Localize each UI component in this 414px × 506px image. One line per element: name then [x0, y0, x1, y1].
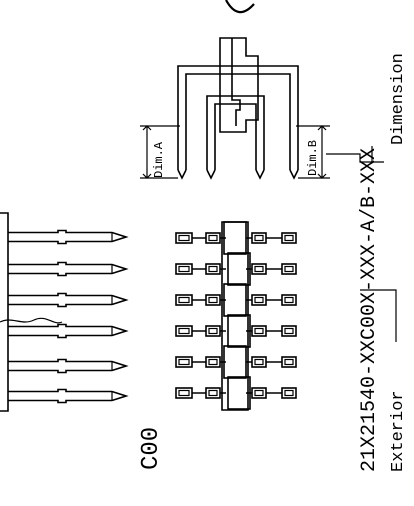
dim-a-lines: [140, 125, 180, 179]
partial-glyph-top: [225, 0, 255, 14]
dim-a-label: Dim.A: [152, 141, 166, 178]
lead-view: [0, 212, 129, 412]
outer-lead: [177, 65, 299, 170]
terminal-array: [175, 221, 297, 411]
pin-tips: [177, 169, 299, 180]
lead-pin: [8, 229, 129, 245]
exterior-leader: [360, 289, 397, 342]
lead-pin: [8, 292, 129, 308]
lead-view-body: [0, 212, 9, 412]
center-pin: [231, 38, 241, 126]
side-view: Dim.A Dim.B: [140, 0, 330, 180]
series-code: C00: [138, 427, 165, 470]
part-number: 21X21540-XXC00X-XXX-A/B-XXX: [358, 148, 381, 472]
center-housing: [219, 37, 259, 133]
lead-pin: [8, 388, 129, 404]
exterior-label: Exterior: [389, 390, 408, 472]
terminal-row: [175, 263, 297, 275]
lead-pin: [8, 261, 129, 277]
terminal-row: [175, 356, 297, 368]
dimension-leader: [326, 146, 384, 163]
terminal-row: [175, 325, 297, 337]
terminal-row: [175, 387, 297, 399]
dimension-label: Dimension: [389, 53, 408, 145]
terminal-row: [175, 232, 297, 244]
dim-b-label: Dim.B: [306, 140, 320, 176]
middle-lead: [206, 95, 265, 170]
lead-pin: [8, 358, 129, 374]
break-line: [0, 317, 63, 324]
dim-b-lines: [296, 125, 330, 179]
lead-pin: [8, 323, 129, 339]
terminal-row: [175, 294, 297, 306]
housing-column: [221, 221, 251, 411]
